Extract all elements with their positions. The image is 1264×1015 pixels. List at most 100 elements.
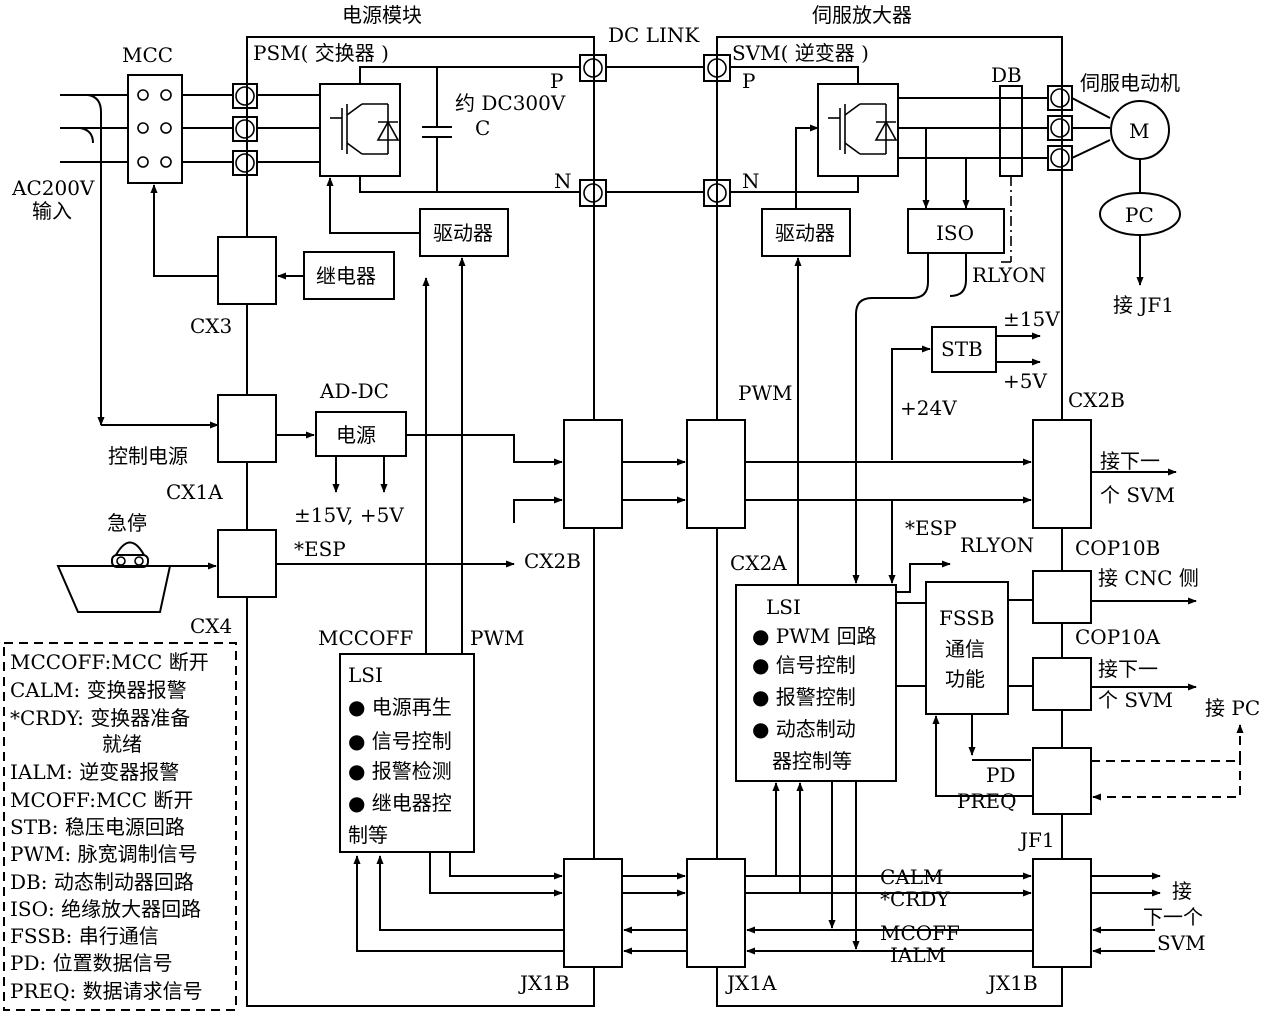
to-pc-label: 接 PC [1205,696,1260,720]
next-svm-1b: 个 SVM [1100,483,1175,507]
ac-input-label-1: AC200V [11,176,95,200]
legend-item: *CRDY: 变换器准备 [10,706,190,730]
lsi-right-item: ● PWM 回路 [752,624,877,648]
cx2b-connector-psm [563,419,623,529]
legend: MCCOFF:MCC 断开 CALM: 变换器报警 *CRDY: 变换器准备 就… [10,650,209,1003]
cop10a-connector [1032,657,1092,711]
cx2a-connector-svm [686,419,746,529]
pd-label: PD [986,763,1016,787]
legend-item: PWM: 脉宽调制信号 [10,842,198,866]
jx1-bus-lines [353,781,1161,955]
p-right-label: P [742,69,755,93]
p24v-label: +24V [900,396,957,420]
fssb-label-3: 功能 [945,667,985,691]
motor-output-lines [898,97,1048,209]
pwm-mid-label: PWM [470,626,525,650]
next-svm-2a: 接下一 [1098,657,1158,681]
svm-igbt-symbol [828,103,898,155]
crdy-label: *CRDY [880,887,950,911]
ialm-label: IALM [890,943,946,967]
cx4-connector [217,529,277,598]
servo-amp-title: 伺服放大器 [812,3,912,27]
lsi-right-item: ● 动态制动 [752,717,856,741]
input-terminals [232,83,258,176]
motor-terminals [1047,85,1111,171]
lsi-right-item: ● 信号控制 [752,653,856,677]
stb-label: STB [941,337,983,361]
fssb-label-2: 通信 [945,637,985,661]
cx2b-mid-label: CX2B [524,549,581,573]
legend-item: PREQ: 数据请求信号 [10,979,203,1003]
legend-item: MCOFF:MCC 断开 [10,788,193,812]
driver-right-label: 驱动器 [775,221,835,245]
p-left-label: P [550,69,563,93]
db-box [999,85,1023,177]
lsi-left-item: ● 电源再生 [348,695,452,719]
legend-item: IALM: 逆变器报警 [10,760,179,784]
mcc-box [127,74,183,184]
lsi-left-item: 制等 [348,823,388,847]
ac-input-lines [60,94,233,429]
cx2b-connector-svm [1032,419,1092,529]
esp-left-label: *ESP [294,537,346,561]
cop10b-connector [1032,570,1092,624]
motor-label: 伺服电动机 [1080,71,1180,95]
estop-label: 急停 [107,511,147,535]
dc-bus-psm [359,66,580,193]
legend-item: MCCOFF:MCC 断开 [10,650,209,674]
pc-label: PC [1125,203,1154,227]
motor-m-label: M [1129,119,1149,143]
cop10b-label: COP10B [1075,536,1160,560]
svm-bottom-label: SVM [1157,931,1206,955]
dc-voltage-label: 约 DC300V [455,91,566,115]
iso-label: ISO [936,221,974,245]
jx1a-connector [686,858,746,968]
pwm-top-label: PWM [738,381,793,405]
lsi-right-item: 器控制等 [772,749,852,773]
cx3-label: CX3 [190,314,232,338]
next-one-label: 下一个 [1143,905,1203,929]
legend-item: FSSB: 串行通信 [10,924,159,948]
jf1-label: JF1 [1018,828,1055,852]
mcc-label: MCC [122,43,173,67]
fssb-label-1: FSSB [939,606,995,630]
jx1b-right-label: JX1B [986,971,1038,995]
fssb-box [925,581,1009,715]
legend-item: DB: 动态制动器回路 [10,870,194,894]
ad-dc-label: AD-DC [319,379,389,403]
legend-item: PD: 位置数据信号 [10,951,173,975]
power-module-title: 电源模块 [342,3,422,27]
legend-item: STB: 稳压电源回路 [10,815,185,839]
mcc-contacts [137,89,172,168]
dc-bus-svm [730,66,859,193]
legend-item: 就绪 [102,732,142,756]
iso-box [907,208,1005,254]
n-right-label: N [742,169,760,193]
lsi-left-items: ● 电源再生 ● 信号控制 ● 报警检测 ● 继电器控 制等 [348,695,452,847]
mcoff-label: MCOFF [880,921,960,945]
n-left-label: N [554,169,572,193]
legend-item: ISO: 绝缘放大器回路 [10,897,201,921]
jx1b-connector-right [1032,858,1092,968]
lsi-left-item: ● 继电器控 [348,791,452,815]
estop-button-icon [56,541,172,613]
jx1b-connector-left [563,858,623,968]
lsi-left-title: LSI [348,663,383,687]
cx4-label: CX4 [190,614,232,638]
preq-label: PREQ [957,789,1017,813]
psm-igbt-symbol [330,103,400,155]
cop10a-label: COP10A [1075,625,1161,649]
lsi-left-box [339,653,475,853]
lsi-right-title: LSI [766,595,801,619]
stb-box [931,326,997,373]
psm-label: PSM( 交换器 ) [253,41,389,65]
rlyon-mid-label: RLYON [960,533,1034,557]
jie-label: 接 [1172,879,1192,903]
ctrl-power-label: 控制电源 [108,444,188,468]
mccoff-label: MCCOFF [318,626,413,650]
lsi-right-box [735,584,897,782]
ac-input-label-2: 输入 [32,199,72,223]
dc-link-label: DC LINK [608,23,700,47]
relay-label: 继电器 [316,264,376,288]
